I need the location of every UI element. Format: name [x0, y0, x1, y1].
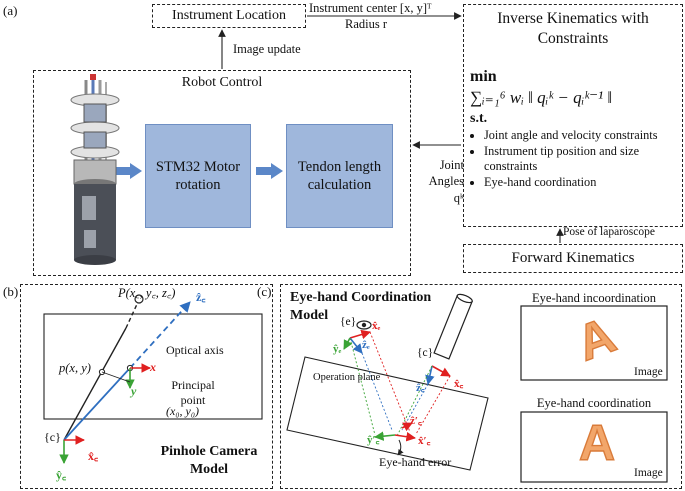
panel-label-a: (a)	[3, 3, 18, 18]
eyehand-title-line2: Model	[290, 308, 329, 324]
instrument-location-box: Instrument Location	[152, 4, 306, 28]
camera-yc-label: ŷ꜀	[56, 468, 67, 482]
eye-frame-label: {e}	[340, 316, 357, 328]
cam-zc-label: ẑ꜀	[416, 382, 425, 394]
instrument-location-label: Instrument Location	[172, 8, 286, 23]
coordination-image-box	[520, 411, 668, 483]
eye-hand-error-arc	[397, 439, 404, 456]
laparoscope-icon	[433, 293, 473, 360]
tendon-length-label: Tendon length calculation	[297, 158, 382, 193]
continuum-robot-illustration	[70, 74, 120, 265]
eye-xe-axis	[349, 329, 371, 340]
camera-xc-label: x̂꜀	[88, 449, 99, 463]
optical-axis-label: Optical axis	[166, 343, 224, 357]
coordination-title: Eye-hand coordination	[536, 396, 652, 410]
stm32-motor-label: STM32 Motor rotation	[155, 158, 241, 193]
forward-kinematics-label: Forward Kinematics	[511, 250, 635, 266]
camera-frame-label: {c}	[44, 430, 61, 444]
cam-xc-label: x̂꜀	[454, 378, 464, 390]
cam-zc-axis	[425, 365, 435, 385]
image-y-label: y	[131, 384, 137, 398]
principal-point-coords: (x₀, y₀)	[166, 404, 199, 418]
projection-ray	[63, 327, 127, 441]
tendon-to-stm32-arrow	[256, 163, 283, 179]
image-update-label: Image update	[233, 42, 301, 56]
joint-angles-label: Joint Angles qᵏ	[428, 158, 464, 205]
ik-constraint-list: Joint angle and velocity constraints Ins…	[472, 128, 678, 191]
incoordination-image-box	[520, 305, 668, 381]
cam-frame-label: {c}	[417, 347, 434, 359]
forward-kinematics-box: Forward Kinematics	[463, 244, 683, 273]
pose-of-laparoscope-label: Pose of laparoscope	[563, 226, 655, 238]
eye-ye-axis	[343, 337, 353, 350]
radius-label: Radius r	[345, 17, 388, 31]
ik-title: Inverse Kinematics with Constraints	[497, 10, 649, 48]
eyehand-title-line1: Eye-hand Coordination	[290, 290, 432, 305]
plane-yc-prime-axis	[374, 431, 396, 441]
principal-point-leader	[101, 371, 131, 383]
eye-ze-axis	[349, 337, 363, 354]
principal-point-label: Principal point	[171, 378, 215, 407]
incoordination-title: Eye-hand incoordination	[532, 291, 656, 305]
plane-xc-prime-axis	[394, 431, 416, 442]
point-P-label: P(x꜀, y꜀, z꜀)	[118, 286, 176, 300]
plane-xc-prime-label: x̂′꜀	[418, 435, 431, 447]
ik-constraint-2: Instrument tip position and size constra…	[484, 144, 678, 175]
cam-xc-axis	[431, 365, 451, 377]
pinhole-title: Pinhole Camera Model	[150, 443, 268, 479]
point-P-marker	[134, 294, 144, 304]
projection-ray-dashed	[125, 301, 139, 329]
image-label-2: Image	[634, 467, 663, 479]
plane-zc-prime-label: ẑ′꜀	[410, 415, 422, 427]
inverse-kinematics-box: Inverse Kinematics with Constraints min …	[463, 4, 683, 227]
instrument-center-label: Instrument center [x, y]ᵀ	[309, 1, 432, 15]
eyehand-title: Eye-hand Coordination Model	[290, 289, 431, 325]
optical-axis-zc-label: ẑ꜀	[196, 290, 206, 304]
coordination-letter: A	[578, 415, 616, 471]
eye-xe-label: x̂ₑ	[372, 320, 381, 332]
image-label-1: Image	[634, 366, 663, 378]
tendon-length-box: Tendon length calculation	[286, 124, 393, 228]
ik-min-label: min	[470, 68, 497, 85]
panel-label-c: (c)	[257, 284, 272, 299]
optical-axis-dashed	[129, 301, 191, 369]
ik-objective: ∑ᵢ₌₁⁶ wᵢ ‖ qᵢᵏ − qᵢᵏ⁻¹ ‖	[470, 88, 613, 107]
pinhole-title-line2: Model	[189, 462, 229, 478]
image-x-label: x	[150, 360, 156, 374]
robot-control-label: Robot Control	[181, 75, 263, 90]
eye-ze-label: ẑₑ	[362, 339, 370, 351]
pinhole-title-line1: Pinhole Camera	[160, 444, 258, 459]
operation-plane-label: Operation plane	[313, 372, 381, 383]
eye-icon	[356, 320, 372, 330]
point-p-label: p(x, y)	[59, 361, 91, 375]
eye-ye-label: ŷₑ	[333, 343, 342, 355]
eyehand-panel-box	[280, 284, 682, 489]
plane-yc-prime-label: ŷ′꜀	[367, 434, 380, 446]
image-plane	[43, 313, 263, 420]
panel-label-b: (b)	[3, 284, 19, 299]
ik-st-label: s.t.	[470, 111, 488, 126]
stm32-to-robot-arrow	[115, 163, 142, 179]
eye-hand-error-label: Eye-hand error	[379, 455, 452, 469]
stm32-motor-box: STM32 Motor rotation	[145, 124, 251, 228]
ik-constraint-1: Joint angle and velocity constraints	[484, 128, 678, 144]
ik-constraint-3: Eye-hand coordination	[484, 175, 678, 191]
plane-xe-prime-axis	[401, 422, 413, 432]
optical-axis-line	[63, 367, 131, 441]
